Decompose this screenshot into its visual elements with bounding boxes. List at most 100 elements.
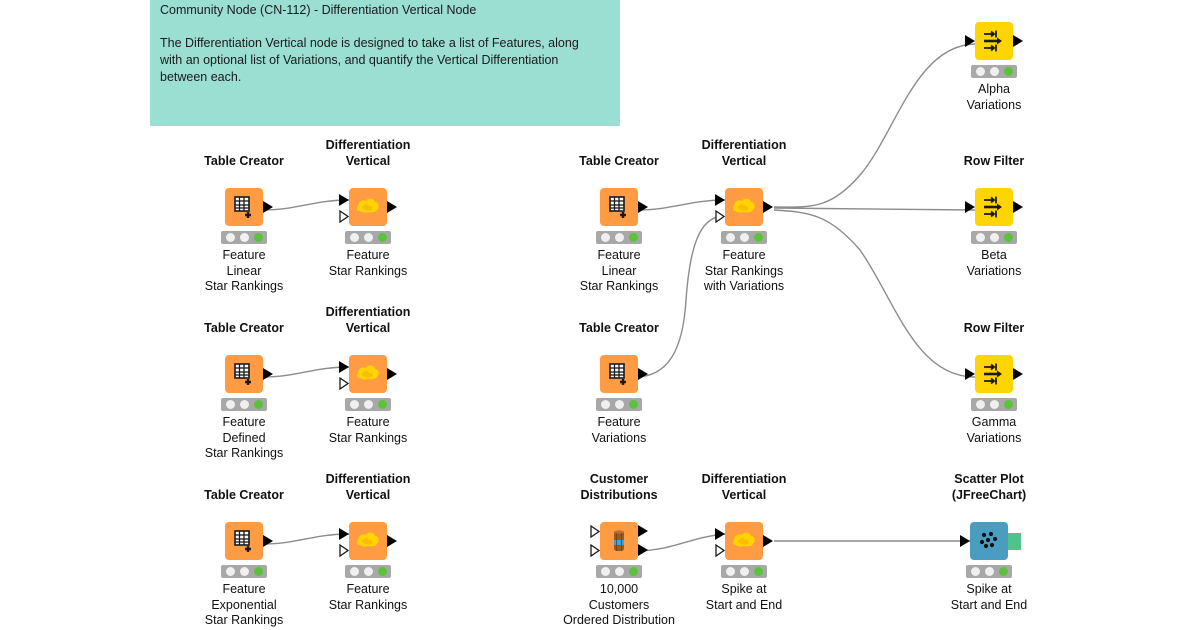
node-title: Table Creator xyxy=(204,320,284,335)
node-label: Feature Star Rankings xyxy=(328,415,408,445)
output-port-table[interactable] xyxy=(263,535,273,547)
node-label: 10,000 Customers Ordered Distribution xyxy=(563,582,675,627)
status-dot-configured xyxy=(363,233,373,242)
input-port-optional[interactable] xyxy=(715,210,725,223)
node-title: Differentiation Vertical xyxy=(325,472,411,502)
input-port-optional[interactable] xyxy=(715,544,725,557)
blob-icon xyxy=(349,355,387,393)
status-dot-executed xyxy=(628,400,638,409)
status-dot-idle xyxy=(725,567,735,576)
node-label: Feature Linear Star Rankings xyxy=(204,248,284,293)
status-dot-idle xyxy=(349,400,359,409)
connection-tc-linear2-to-dvv xyxy=(634,199,726,211)
input-port-table[interactable] xyxy=(715,194,725,206)
connection-tc-defined-to-dv2 xyxy=(259,366,350,378)
node-label: Feature Defined Star Rankings xyxy=(204,415,284,460)
status-dot-idle xyxy=(600,400,610,409)
status-dot-idle xyxy=(225,233,235,242)
node-title: Table Creator xyxy=(579,153,659,168)
node-status-bar xyxy=(971,398,1017,411)
status-dot-configured xyxy=(363,567,373,576)
table-plus-icon xyxy=(600,188,638,226)
node-status-bar xyxy=(221,565,267,578)
output-port-table[interactable] xyxy=(638,201,648,213)
connection-dvv-to-row-filter-beta xyxy=(773,207,976,211)
status-dot-executed xyxy=(253,567,263,576)
output-port-table[interactable] xyxy=(387,201,397,213)
status-dot-idle xyxy=(970,567,980,576)
node-title: Differentiation Vertical xyxy=(701,138,787,168)
output-port-table[interactable] xyxy=(638,368,648,380)
status-dot-idle xyxy=(725,233,735,242)
status-dot-configured xyxy=(984,567,994,576)
annotation-title: Community Node (CN-112) - Differentiatio… xyxy=(160,3,477,17)
node-title: Differentiation Vertical xyxy=(325,305,411,335)
node-title: Differentiation Vertical xyxy=(701,472,787,502)
input-port-table[interactable] xyxy=(965,201,975,213)
input-port-table[interactable] xyxy=(965,368,975,380)
annotation-body: The Differentiation Vertical node is des… xyxy=(160,36,579,84)
input-port-optional[interactable] xyxy=(339,544,349,557)
output-port-image[interactable] xyxy=(1008,533,1021,550)
status-dot-executed xyxy=(753,233,763,242)
blob-icon xyxy=(725,522,763,560)
output-port-table[interactable] xyxy=(263,201,273,213)
node-status-bar xyxy=(971,65,1017,78)
status-dot-executed xyxy=(377,400,387,409)
node-title: Row Filter xyxy=(963,320,1025,335)
node-status-bar xyxy=(596,565,642,578)
status-dot-configured xyxy=(989,67,999,76)
blob-icon xyxy=(349,188,387,226)
status-dot-idle xyxy=(975,233,985,242)
node-status-bar xyxy=(971,231,1017,244)
node-label: Feature Star Rankings xyxy=(328,248,408,278)
input-port-table[interactable] xyxy=(960,535,970,547)
connection-tc-exp-to-dv3 xyxy=(259,533,350,545)
connection-tc-linear-to-dv1 xyxy=(259,199,350,211)
row-filter-icon xyxy=(975,22,1013,60)
status-dot-executed xyxy=(1003,67,1013,76)
node-status-bar xyxy=(966,565,1012,578)
input-port-table[interactable] xyxy=(339,361,349,373)
node-label: Feature Star Rankings with Variations xyxy=(703,248,785,293)
output-port-table[interactable] xyxy=(763,201,773,213)
node-label: Spike at Start and End xyxy=(950,582,1028,612)
node-status-bar xyxy=(721,231,767,244)
node-status-bar xyxy=(221,398,267,411)
input-port-table[interactable] xyxy=(965,35,975,47)
input-port-optional-bottom[interactable] xyxy=(590,544,600,557)
input-port-optional-top[interactable] xyxy=(590,525,600,538)
output-port-table[interactable] xyxy=(263,368,273,380)
input-port-table[interactable] xyxy=(339,528,349,540)
output-port-table-bottom[interactable] xyxy=(638,544,648,556)
connection-dvv-to-row-filter-gamma xyxy=(773,209,976,378)
row-filter-icon xyxy=(975,355,1013,393)
output-port-table[interactable] xyxy=(387,368,397,380)
node-status-bar xyxy=(596,231,642,244)
node-label: Feature Star Rankings xyxy=(328,582,408,612)
status-dot-configured xyxy=(614,233,624,242)
status-dot-idle xyxy=(600,567,610,576)
status-dot-executed xyxy=(628,233,638,242)
input-port-table[interactable] xyxy=(339,194,349,206)
output-port-table-top[interactable] xyxy=(638,525,648,537)
blob-icon xyxy=(725,188,763,226)
output-port-table[interactable] xyxy=(1013,368,1023,380)
input-port-table[interactable] xyxy=(715,528,725,540)
status-dot-idle xyxy=(975,400,985,409)
status-dot-idle xyxy=(349,567,359,576)
output-port-table[interactable] xyxy=(1013,201,1023,213)
output-port-table[interactable] xyxy=(1013,35,1023,47)
input-port-optional[interactable] xyxy=(339,377,349,390)
status-dot-configured xyxy=(614,400,624,409)
node-title: Row Filter xyxy=(963,153,1025,168)
output-port-table[interactable] xyxy=(387,535,397,547)
input-port-optional[interactable] xyxy=(339,210,349,223)
output-port-table[interactable] xyxy=(763,535,773,547)
status-dot-executed xyxy=(998,567,1008,576)
status-dot-idle xyxy=(225,400,235,409)
table-plus-icon xyxy=(225,522,263,560)
node-title: Table Creator xyxy=(579,320,659,335)
status-dot-configured xyxy=(739,233,749,242)
workflow-annotation[interactable]: Community Node (CN-112) - Differentiatio… xyxy=(150,0,620,126)
